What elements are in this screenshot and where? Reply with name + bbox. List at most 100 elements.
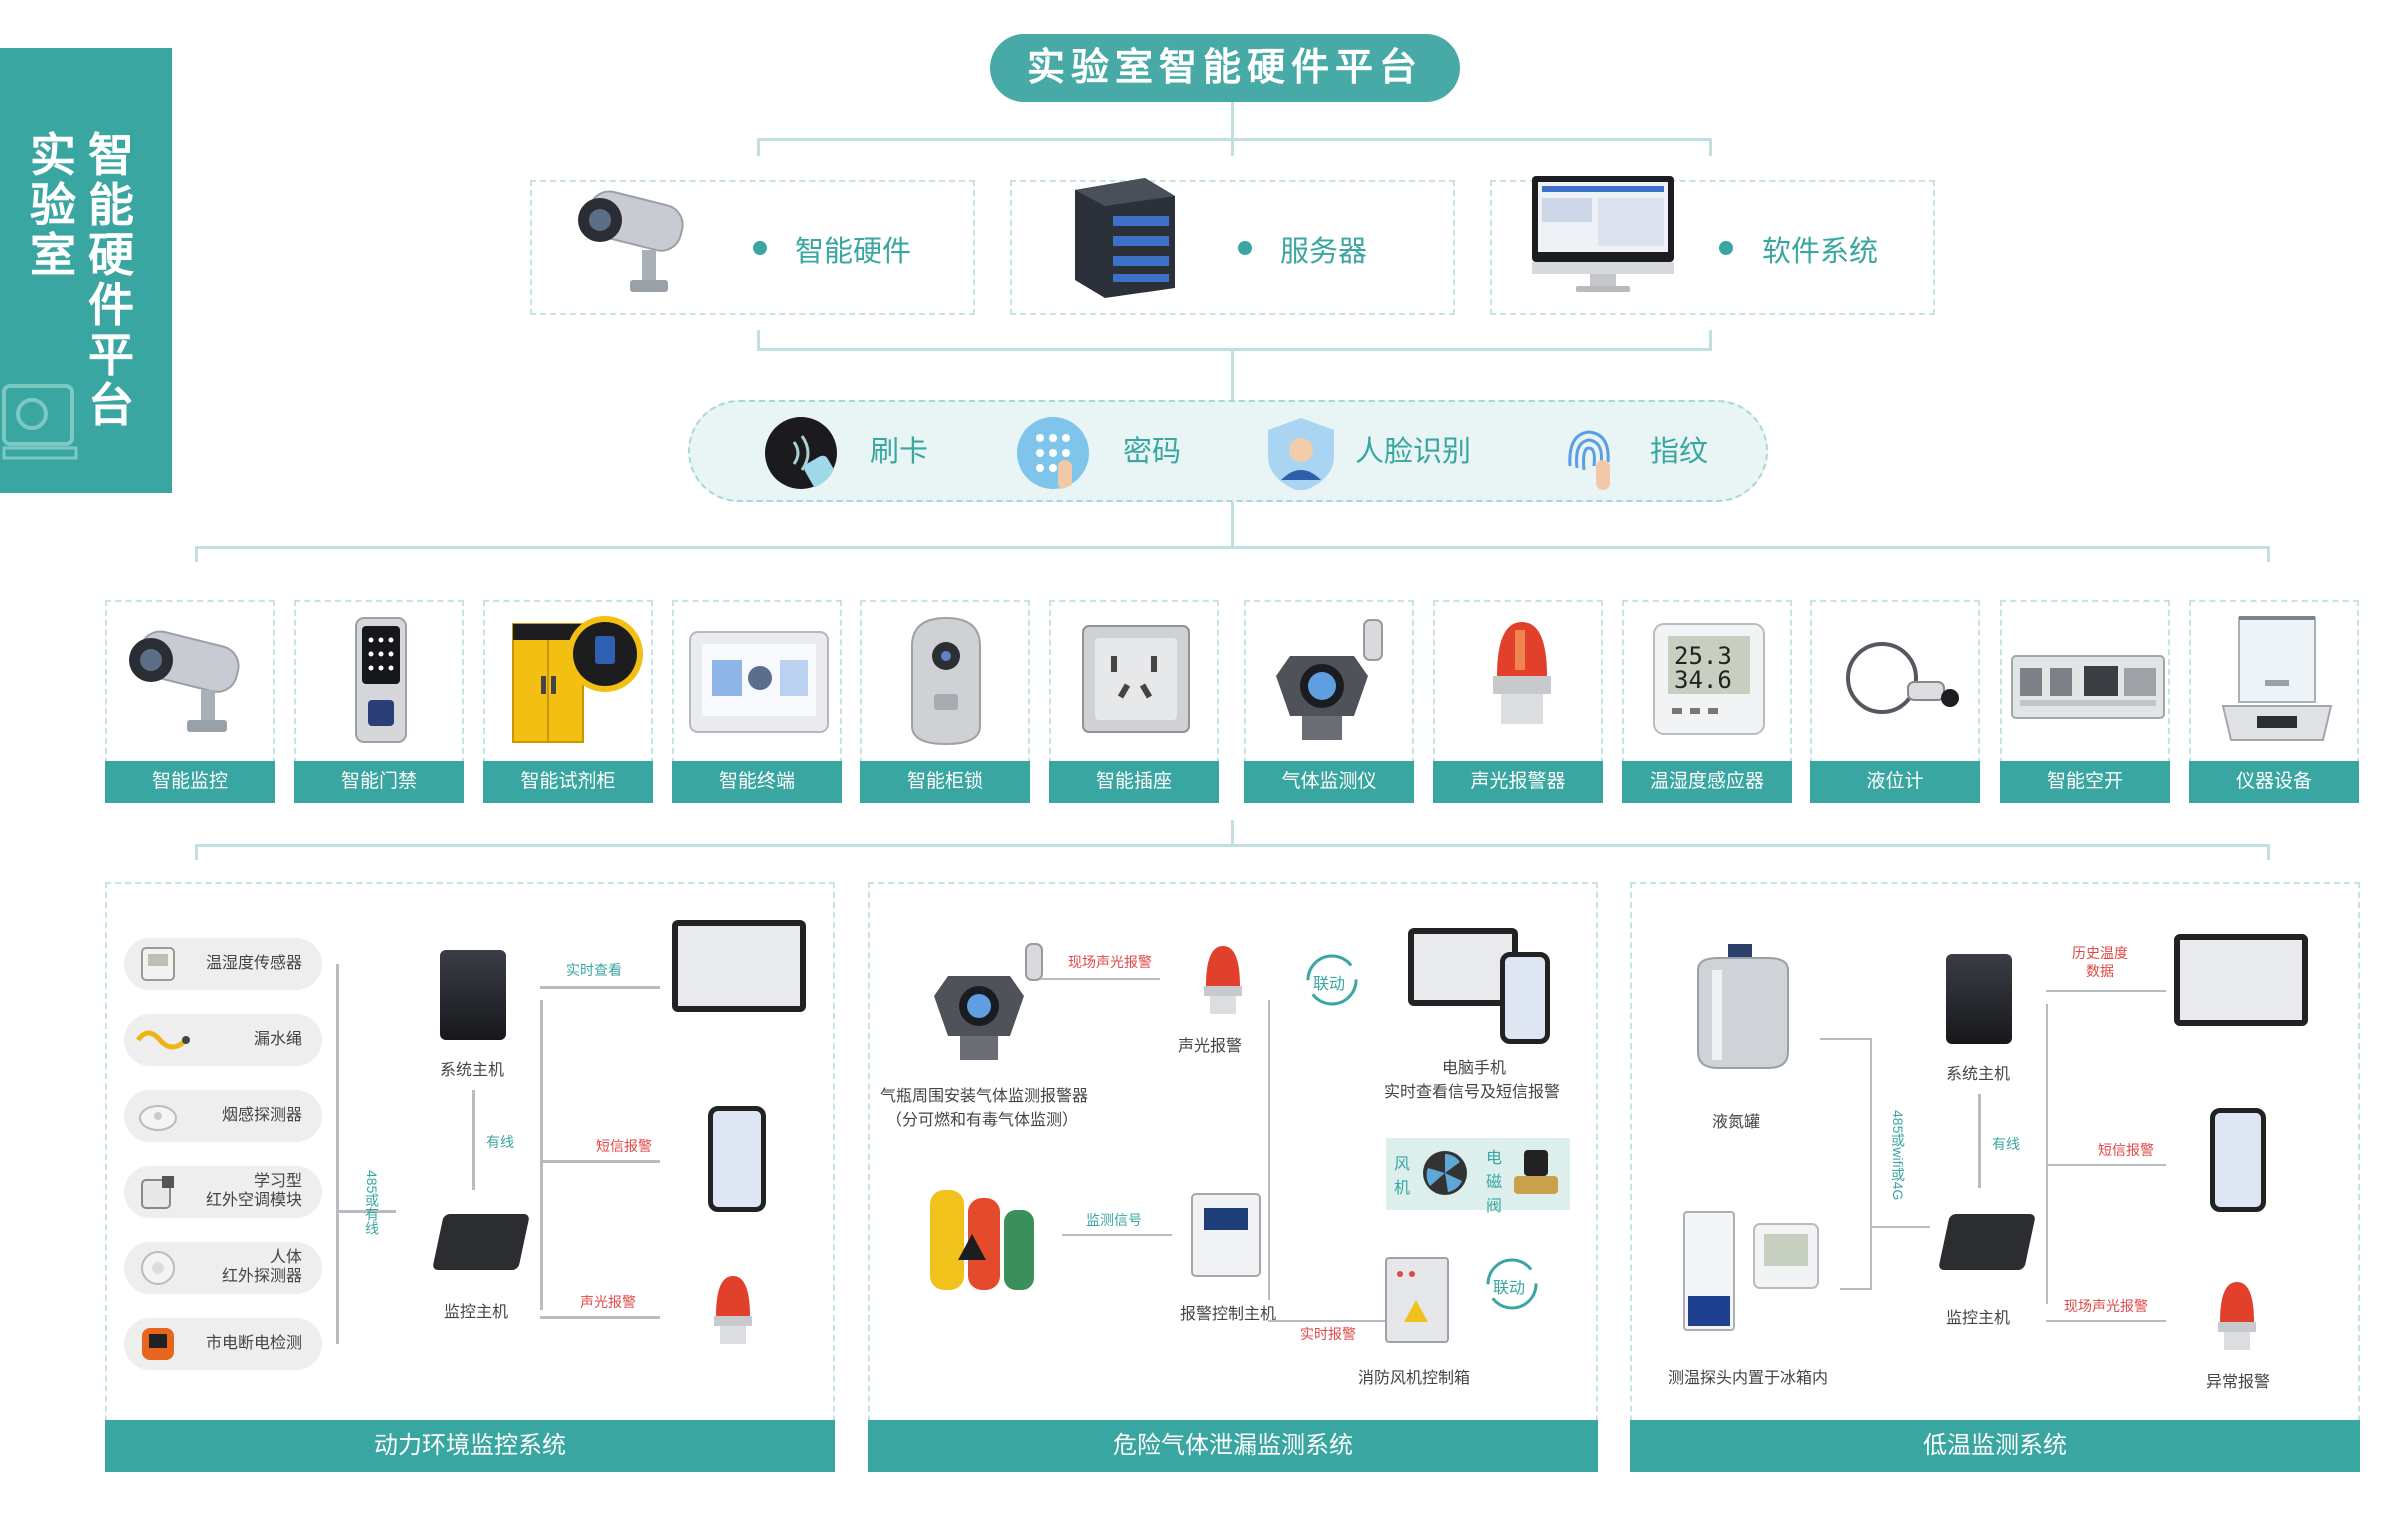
system-host-icon bbox=[440, 950, 506, 1040]
alarm-host-icon bbox=[1191, 1193, 1261, 1277]
alarm-host-label: 报警控制主机 bbox=[1180, 1306, 1277, 1323]
device-card-gas[interactable]: 气体监测仪 bbox=[1244, 600, 1414, 803]
monitor-host-label: 监控主机 bbox=[1946, 1310, 2011, 1327]
alarm-light-icon bbox=[1204, 946, 1242, 1014]
alarm-light-icon bbox=[1493, 622, 1551, 724]
alarm-light-icon bbox=[2218, 1282, 2256, 1350]
linkage-cycle-icon bbox=[1486, 1258, 1538, 1310]
card-swipe-icon bbox=[765, 417, 838, 490]
access-control-icon bbox=[355, 617, 407, 743]
device-card-alarm[interactable]: 声光报警器 bbox=[1433, 600, 1603, 803]
fan-cabinet-icon bbox=[1385, 1257, 1449, 1343]
device-card-terminal[interactable]: 智能终端 bbox=[672, 600, 842, 803]
panel-footer-gas: 危险气体泄漏监测系统 bbox=[868, 1420, 1598, 1472]
auth-label-fingerprint: 指纹 bbox=[1650, 436, 1709, 468]
device-label: 智能插座 bbox=[1049, 761, 1219, 803]
history-label: 历史温度 数据 bbox=[2072, 945, 2128, 979]
device-label: 气体监测仪 bbox=[1244, 761, 1414, 803]
device-card-access[interactable]: 智能门禁 bbox=[294, 600, 464, 803]
panel-footer-lowtemp: 低温监测系统 bbox=[1630, 1420, 2360, 1472]
freezer-and-sensor-icon bbox=[1683, 1211, 1819, 1331]
sensor-label: 烟感探测器 bbox=[221, 1107, 302, 1124]
device-label: 仪器设备 bbox=[2189, 761, 2359, 803]
bus-label-power: 485或有线 bbox=[364, 1170, 380, 1236]
thermo-hygrometer-icon: 25.3 34.6 bbox=[1653, 623, 1765, 735]
device-label: 液位计 bbox=[1810, 761, 1980, 803]
svg-text:34.6: 34.6 bbox=[1674, 666, 1732, 694]
printer-icon bbox=[2, 384, 78, 460]
auth-label-card: 刷卡 bbox=[870, 436, 929, 468]
monitor-icon bbox=[1532, 176, 1674, 292]
monitor-host-icon bbox=[1938, 1214, 2036, 1270]
socket-icon bbox=[1082, 625, 1190, 733]
abnormal-label: 异常报警 bbox=[2206, 1374, 2271, 1391]
wired-label: 有线 bbox=[486, 1134, 514, 1150]
system-host-label: 系统主机 bbox=[1946, 1066, 2011, 1083]
gas-cylinders-icon bbox=[930, 1190, 1034, 1290]
camera-icon bbox=[578, 190, 684, 292]
device-card-level[interactable]: 液位计 bbox=[1810, 600, 1980, 803]
pc-phone-label: 电脑手机 bbox=[1442, 1060, 1507, 1077]
pc-monitor-icon bbox=[2174, 934, 2308, 1026]
face-recognition-icon bbox=[1268, 418, 1334, 490]
device-label: 智能试剂柜 bbox=[483, 761, 653, 803]
device-card-lock[interactable]: 智能柜锁 bbox=[860, 600, 1030, 803]
auth-label-face: 人脸识别 bbox=[1355, 436, 1472, 468]
sensor-label: 市电断电检测 bbox=[205, 1335, 302, 1352]
device-card-reagent[interactable]: 智能试剂柜 bbox=[483, 600, 653, 803]
gas-detector-note: （分可燃和有毒气体监测） bbox=[886, 1112, 1079, 1129]
valve-label: 电磁阀 bbox=[1486, 1150, 1503, 1215]
device-card-balance[interactable]: 仪器设备 bbox=[2189, 600, 2359, 803]
pc-phone-note: 实时查看信号及短信报警 bbox=[1384, 1084, 1561, 1101]
realtime-label: 实时查看 bbox=[566, 962, 622, 978]
banner-title-col2: 智能硬件平台 bbox=[88, 129, 134, 431]
device-label: 智能空开 bbox=[2000, 761, 2170, 803]
device-label: 智能柜锁 bbox=[860, 761, 1030, 803]
device-label: 智能终端 bbox=[672, 761, 842, 803]
system-host-icon bbox=[1946, 954, 2012, 1044]
camera-icon bbox=[129, 630, 240, 732]
device-label: 声光报警器 bbox=[1433, 761, 1603, 803]
device-card-monitor[interactable]: 智能监控 bbox=[105, 600, 275, 803]
device-label: 智能监控 bbox=[105, 761, 275, 803]
keypad-icon bbox=[1017, 417, 1089, 490]
balance-icon bbox=[2221, 616, 2333, 741]
device-label: 智能门禁 bbox=[294, 761, 464, 803]
sound-alarm-label: 声光报警 bbox=[1178, 1038, 1243, 1055]
phone-icon bbox=[2210, 1108, 2266, 1212]
leak-rope-icon bbox=[135, 1030, 190, 1050]
dewar-label: 液氮罐 bbox=[1712, 1114, 1761, 1131]
device-card-thermo[interactable]: 25.3 34.6 温湿度感应器 bbox=[1622, 600, 1792, 803]
realtime-alarm-label: 实时报警 bbox=[1300, 1326, 1356, 1342]
system-host-label: 系统主机 bbox=[440, 1062, 505, 1079]
linkage-label: 联动 bbox=[1313, 976, 1346, 993]
side-banner: 实验室 智能硬件平台 bbox=[0, 48, 172, 493]
reagent-cabinet-icon bbox=[512, 616, 643, 743]
sms-label: 短信报警 bbox=[2098, 1142, 2154, 1158]
power-detect-icon bbox=[142, 1328, 174, 1360]
linkage-cycle-icon bbox=[1306, 954, 1358, 1006]
device-card-breaker[interactable]: 智能空开 bbox=[2000, 600, 2170, 803]
sensor-label: 温湿度传感器 bbox=[205, 955, 302, 972]
device-card-socket[interactable]: 智能插座 bbox=[1049, 600, 1219, 803]
bus-label-lowtemp: 485或wifi或4G bbox=[1890, 1110, 1906, 1201]
auth-label-password: 密码 bbox=[1123, 436, 1182, 468]
auth-methods-capsule bbox=[688, 400, 1768, 502]
gas-detector-icon bbox=[934, 943, 1043, 1060]
phone-icon bbox=[1500, 952, 1550, 1044]
terminal-icon bbox=[689, 631, 829, 733]
banner-title-col1: 实验室 bbox=[30, 129, 76, 281]
alarm-light-icon bbox=[714, 1276, 752, 1344]
cabinet-lock-icon bbox=[911, 616, 981, 746]
device-label: 温湿度感应器 bbox=[1622, 761, 1792, 803]
level-gauge-icon bbox=[1846, 642, 1959, 714]
fan-cabinet-label: 消防风机控制箱 bbox=[1358, 1370, 1471, 1387]
smoke-detector-icon bbox=[139, 1105, 177, 1131]
svg-text:25.3: 25.3 bbox=[1674, 642, 1732, 670]
solenoid-valve-icon bbox=[1514, 1150, 1558, 1194]
sms-label: 短信报警 bbox=[596, 1138, 652, 1154]
probe-label: 测温探头内置于冰箱内 bbox=[1668, 1370, 1829, 1387]
pc-monitor-icon bbox=[672, 920, 806, 1012]
panel-footer-power: 动力环境监控系统 bbox=[105, 1420, 835, 1472]
sensor-label: 漏水绳 bbox=[253, 1031, 302, 1048]
